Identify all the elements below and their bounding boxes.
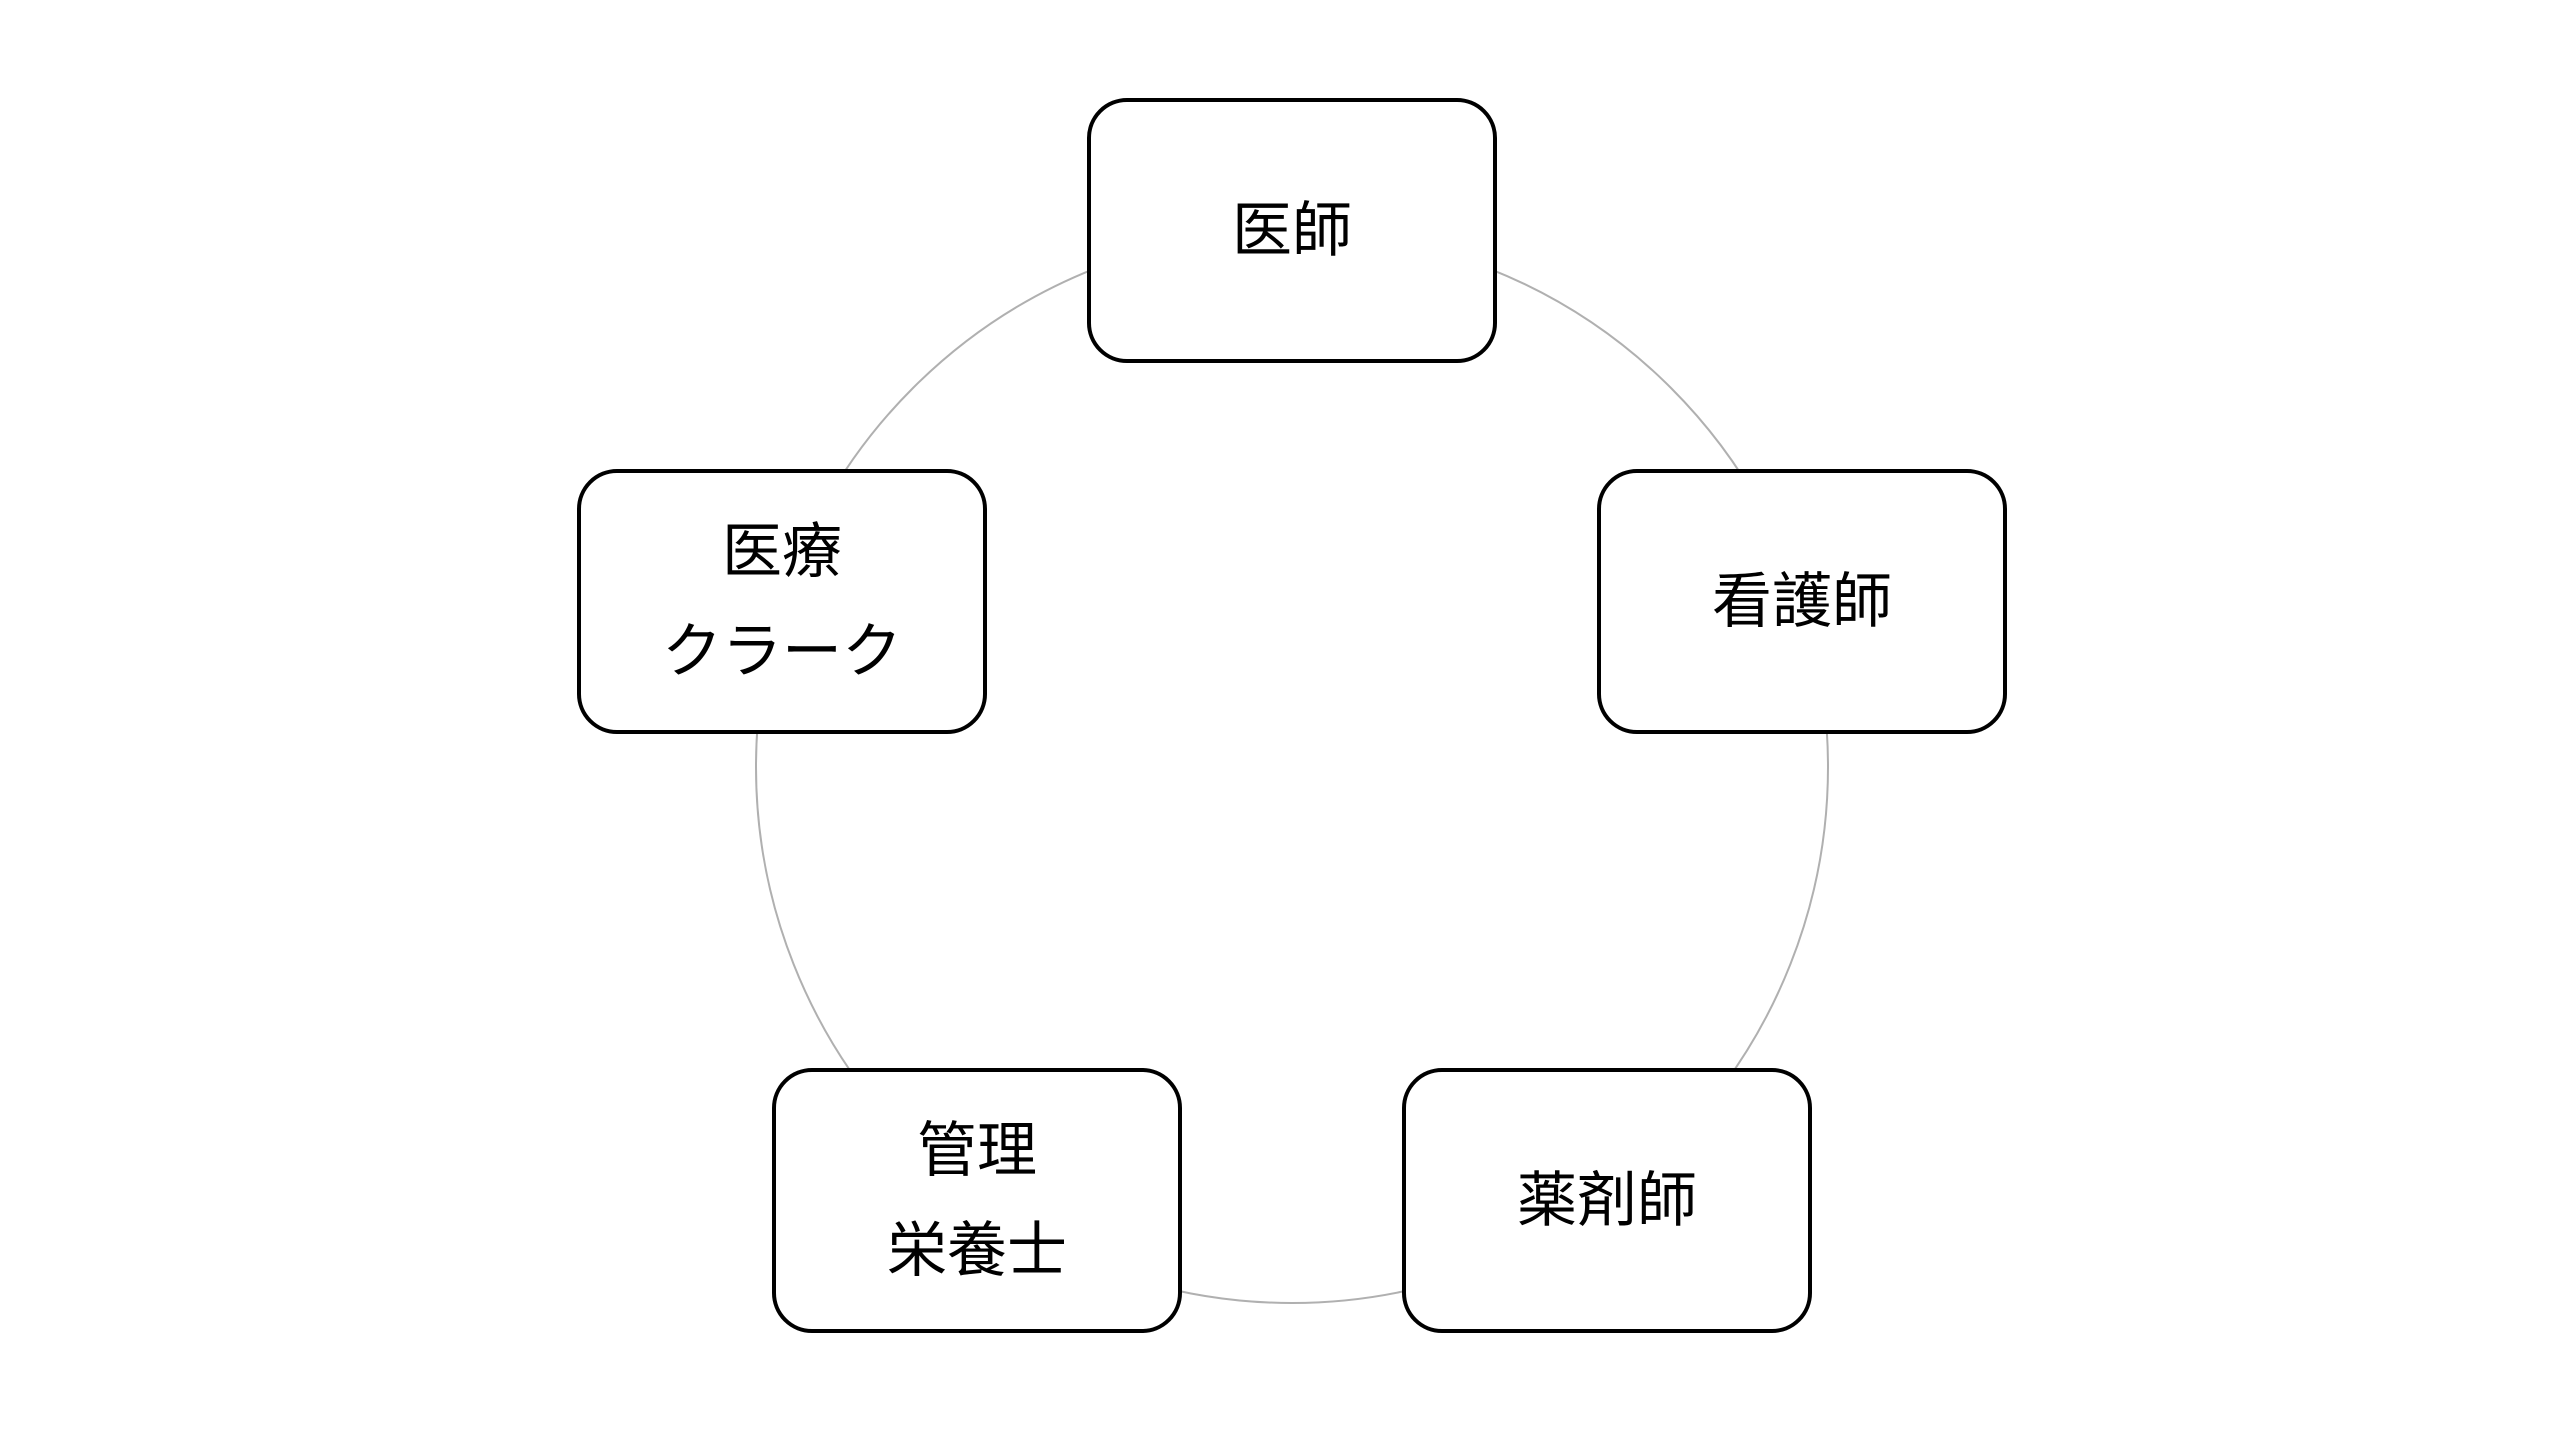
node-dietitian-label-line2: 栄養士 <box>887 1215 1067 1286</box>
node-doctor: 医師 <box>1087 98 1497 363</box>
node-medical-clerk-label-line1: 医療 <box>722 516 842 587</box>
node-pharmacist-label: 薬剤師 <box>1517 1165 1697 1236</box>
node-pharmacist: 薬剤師 <box>1402 1068 1812 1333</box>
node-dietitian-label-line1: 管理 <box>917 1115 1037 1186</box>
node-nurse-label: 看護師 <box>1712 566 1892 637</box>
node-medical-clerk-label-line2: クラーク <box>662 616 902 687</box>
node-doctor-label: 医師 <box>1232 195 1352 266</box>
node-nurse: 看護師 <box>1597 469 2007 734</box>
node-medical-clerk: 医療 クラーク <box>577 469 987 734</box>
node-dietitian: 管理 栄養士 <box>772 1068 1182 1333</box>
